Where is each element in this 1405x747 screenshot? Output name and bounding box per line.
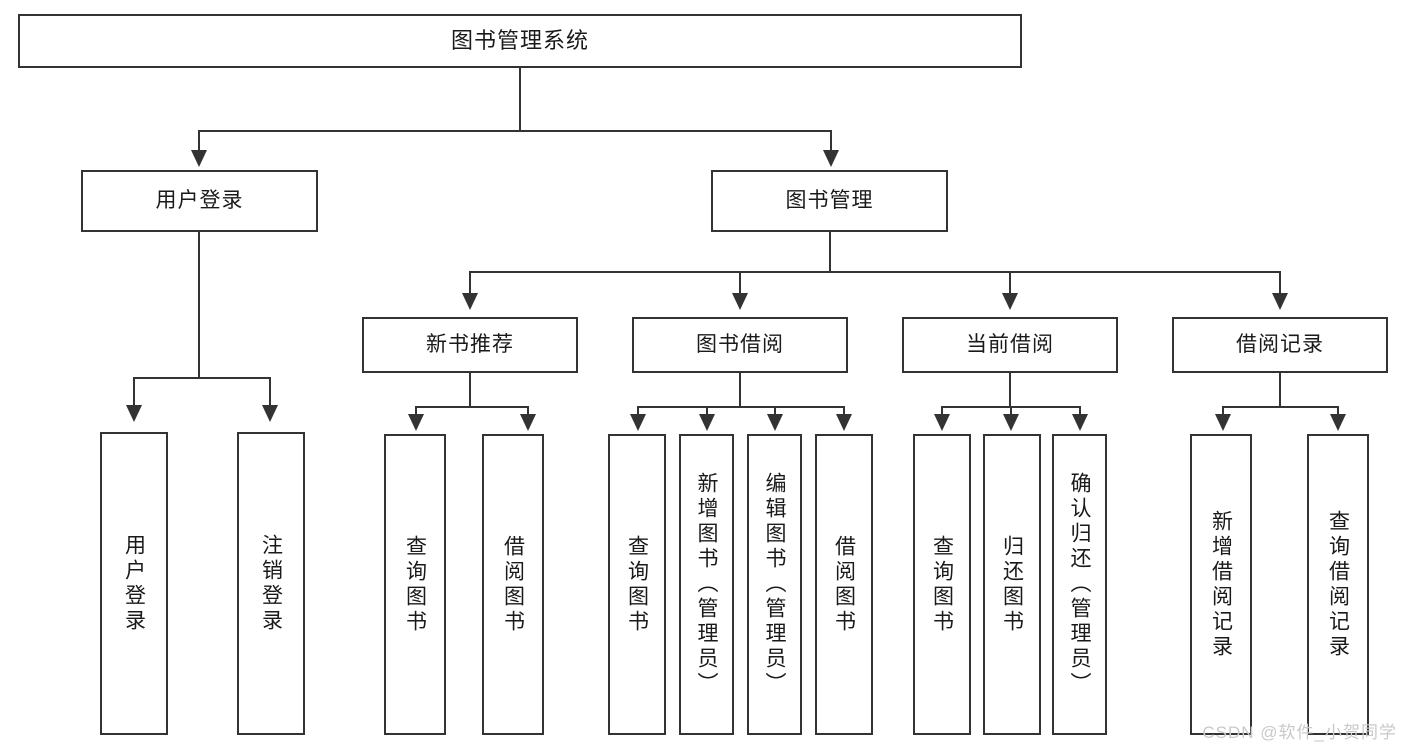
arrowhead-leaf-add-record xyxy=(1215,414,1231,431)
leaf-query-book-current[interactable]: 查询图书 xyxy=(913,434,971,735)
node-label: 用户登录 xyxy=(155,189,244,213)
node-label: 新书推荐 xyxy=(426,333,514,357)
node-root-system[interactable]: 图书管理系统 xyxy=(18,14,1022,68)
node-label: 查询借阅记录 xyxy=(1326,509,1350,660)
edge-borrow-record-drop-1 xyxy=(1222,406,1224,418)
arrowhead-leaf-return-book xyxy=(1003,414,1019,431)
edge-current-borrow-stem xyxy=(1009,373,1011,407)
edge-root-to-user-login xyxy=(198,130,200,152)
edge-current-borrow-drop-3 xyxy=(1079,406,1081,418)
node-user-login[interactable]: 用户登录 xyxy=(81,170,318,232)
edge-user-login-bus xyxy=(133,377,270,379)
edge-drop-borrow-record xyxy=(1279,271,1281,295)
csdn-watermark: CSDN @软件_小贺同学 xyxy=(1202,723,1397,742)
edge-level3-bus xyxy=(469,271,1281,273)
leaf-return-book[interactable]: 归还图书 xyxy=(983,434,1041,735)
node-label: 新增图书（管理员） xyxy=(695,472,719,697)
arrowhead-leaf-logout xyxy=(262,405,278,422)
arrowhead-leaf-user-login xyxy=(126,405,142,422)
arrowhead-leaf-query-book-3 xyxy=(934,414,950,431)
node-label: 图书管理 xyxy=(785,189,874,213)
edge-new-book-drop-1 xyxy=(415,406,417,418)
edge-new-book-drop-2 xyxy=(527,406,529,418)
edge-borrow-record-bus xyxy=(1222,406,1339,408)
node-label: 确认归还（管理员） xyxy=(1068,472,1092,697)
edge-book-borrow-drop-1 xyxy=(637,406,639,418)
edge-new-book-stem xyxy=(469,373,471,407)
edge-book-borrow-drop-4 xyxy=(843,406,845,418)
arrowhead-leaf-query-book-2 xyxy=(630,414,646,431)
arrowhead-leaf-confirm-return xyxy=(1072,414,1088,431)
edge-current-borrow-drop-2 xyxy=(1010,406,1012,418)
edge-drop-book-borrow xyxy=(739,271,741,295)
node-label: 查询图书 xyxy=(625,534,649,635)
leaf-user-login[interactable]: 用户登录 xyxy=(100,432,168,735)
arrowhead-leaf-borrow-book-1 xyxy=(520,414,536,431)
arrowhead-new-book xyxy=(462,293,478,310)
node-book-borrow[interactable]: 图书借阅 xyxy=(632,317,848,373)
leaf-logout[interactable]: 注销登录 xyxy=(237,432,305,735)
arrowhead-borrow-record xyxy=(1272,293,1288,310)
node-label: 图书管理系统 xyxy=(450,27,589,53)
edge-new-book-bus xyxy=(415,406,529,408)
edge-current-borrow-drop-1 xyxy=(941,406,943,418)
leaf-add-borrow-record[interactable]: 新增借阅记录 xyxy=(1190,434,1252,735)
node-new-book-recommend[interactable]: 新书推荐 xyxy=(362,317,578,373)
node-label: 借阅图书 xyxy=(832,534,856,635)
leaf-edit-book-admin[interactable]: 编辑图书（管理员） xyxy=(747,434,802,735)
edge-book-mgmt-stem xyxy=(829,232,831,272)
arrowhead-current-borrow xyxy=(1002,293,1018,310)
node-label: 查询图书 xyxy=(403,534,427,635)
edge-book-borrow-drop-2 xyxy=(706,406,708,418)
edge-borrow-record-drop-2 xyxy=(1337,406,1339,418)
leaf-query-book-borrow[interactable]: 查询图书 xyxy=(608,434,666,735)
edge-borrow-record-stem xyxy=(1279,373,1281,407)
node-label: 新增借阅记录 xyxy=(1209,509,1233,660)
leaf-query-book-newbook[interactable]: 查询图书 xyxy=(384,434,446,735)
node-current-borrow[interactable]: 当前借阅 xyxy=(902,317,1118,373)
node-label: 用户登录 xyxy=(122,533,146,634)
node-label: 借阅图书 xyxy=(501,534,525,635)
arrowhead-leaf-borrow-book-2 xyxy=(836,414,852,431)
edge-user-login-drop-2 xyxy=(269,377,271,407)
edge-root-to-book-mgmt xyxy=(830,130,832,152)
arrowhead-book-borrow xyxy=(732,293,748,310)
edge-drop-current-borrow xyxy=(1009,271,1011,295)
edge-book-borrow-bus xyxy=(637,406,845,408)
arrowhead-book-mgmt xyxy=(823,150,839,167)
leaf-query-borrow-record[interactable]: 查询借阅记录 xyxy=(1307,434,1369,735)
arrowhead-user-login xyxy=(191,150,207,167)
edge-book-borrow-stem xyxy=(739,373,741,407)
leaf-borrow-book-newbook[interactable]: 借阅图书 xyxy=(482,434,544,735)
arrowhead-leaf-edit-book xyxy=(767,414,783,431)
edge-root-bus xyxy=(198,130,832,132)
node-label: 归还图书 xyxy=(1000,534,1024,635)
edge-drop-new-book xyxy=(469,271,471,295)
node-label: 编辑图书（管理员） xyxy=(763,472,787,697)
node-label: 查询图书 xyxy=(930,534,954,635)
leaf-add-book-admin[interactable]: 新增图书（管理员） xyxy=(679,434,734,735)
node-label: 图书借阅 xyxy=(696,333,784,357)
edge-user-login-stem xyxy=(198,232,200,378)
node-label: 借阅记录 xyxy=(1236,333,1324,357)
node-label: 注销登录 xyxy=(259,533,283,634)
leaf-confirm-return-admin[interactable]: 确认归还（管理员） xyxy=(1052,434,1107,735)
edge-user-login-drop-1 xyxy=(133,377,135,407)
node-label: 当前借阅 xyxy=(966,333,1054,357)
edge-root-stem xyxy=(519,68,521,131)
arrowhead-leaf-add-book xyxy=(699,414,715,431)
node-borrow-record[interactable]: 借阅记录 xyxy=(1172,317,1388,373)
edge-book-borrow-drop-3 xyxy=(774,406,776,418)
leaf-borrow-book[interactable]: 借阅图书 xyxy=(815,434,873,735)
node-book-management[interactable]: 图书管理 xyxy=(711,170,948,232)
arrowhead-leaf-query-record xyxy=(1330,414,1346,431)
arrowhead-leaf-query-book-1 xyxy=(408,414,424,431)
